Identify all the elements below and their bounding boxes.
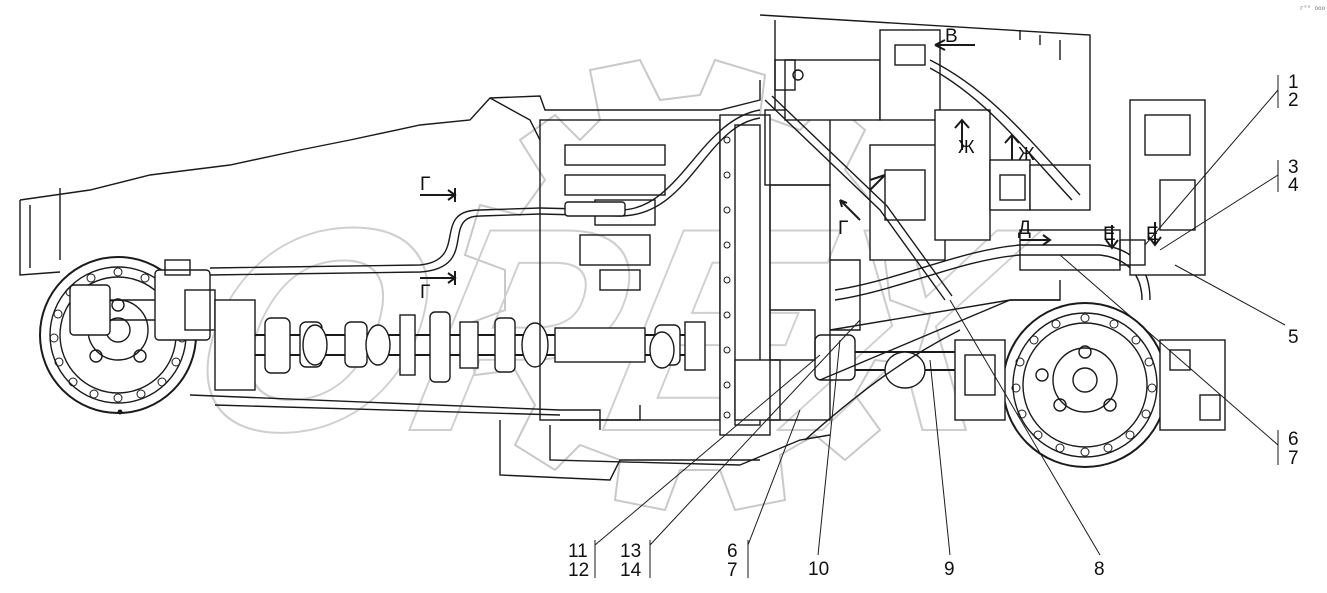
view-label-e-1: Е — [1103, 224, 1116, 245]
callout-13: 13 — [620, 541, 641, 562]
callout-12: 12 — [568, 560, 589, 581]
view-label-zh-2: Ж — [1018, 144, 1035, 164]
callout-9: 9 — [944, 559, 955, 580]
callout-8: 8 — [1094, 559, 1105, 580]
callout-2: 2 — [1288, 90, 1299, 111]
callout-5: 5 — [1288, 327, 1299, 348]
view-label-g-top: Г — [420, 174, 430, 195]
cab-body — [19, 80, 761, 276]
watermark: ОРЕХ — [164, 58, 1056, 512]
gearbox-housing — [539, 109, 861, 436]
callout-11: 11 — [568, 541, 588, 562]
view-label-d: Д — [1018, 218, 1031, 239]
hydraulic-block — [759, 14, 1091, 261]
callout-6-right: 6 — [1288, 429, 1299, 450]
callout-14: 14 — [620, 560, 642, 581]
corner-mark: г°° ооо — [1300, 5, 1326, 12]
callout-3: 3 — [1288, 157, 1299, 178]
callout-1: 1 — [1288, 72, 1299, 93]
view-label-g-bottom: Г — [420, 282, 430, 303]
hydraulic-lines — [209, 59, 1151, 441]
callout-6-bottom: 6 — [727, 541, 738, 562]
callout-7-right: 7 — [1288, 448, 1299, 469]
view-markers: В Г Г Г Ж Ж Д Е Е — [420, 26, 1162, 303]
rear-wheel — [1002, 302, 1168, 468]
callouts: 1 2 3 4 5 6 7 8 9 10 6 7 13 14 11 12 — [568, 72, 1299, 581]
callout-7-bottom: 7 — [727, 560, 738, 581]
view-label-v: В — [945, 26, 958, 47]
callout-10: 10 — [808, 559, 829, 580]
view-label-g-mid: Г — [838, 218, 848, 239]
view-label-zh-1: Ж — [958, 137, 975, 157]
callout-4: 4 — [1288, 175, 1299, 196]
callout-leaders — [594, 75, 1286, 578]
drive-shaft — [214, 299, 960, 391]
front-axle-hub — [69, 259, 216, 341]
